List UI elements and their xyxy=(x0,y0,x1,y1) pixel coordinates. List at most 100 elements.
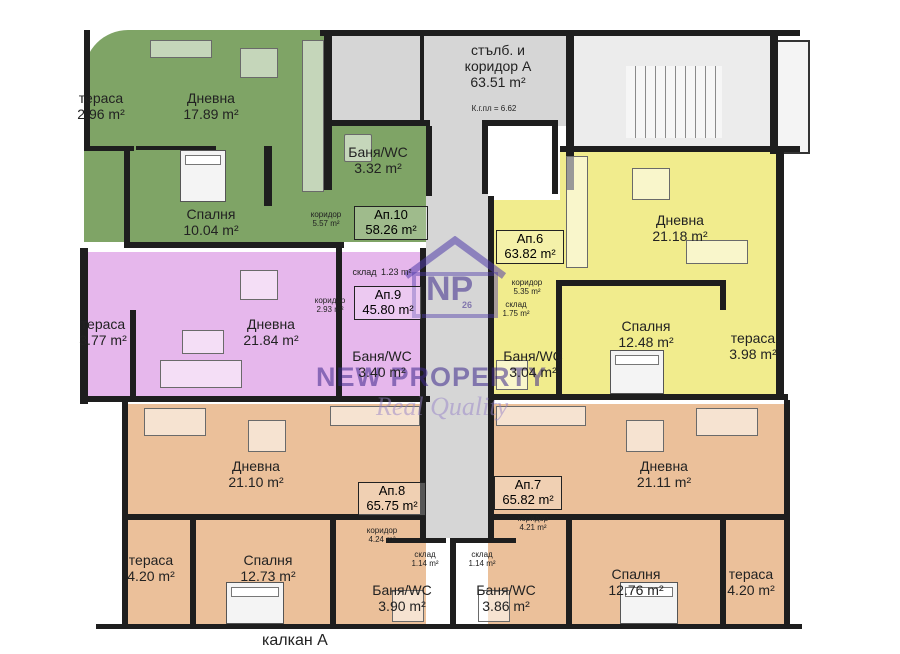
room-area: 21.84 m² xyxy=(243,332,299,349)
wall xyxy=(426,126,432,196)
apt8-bedroom-label: Спалня 12.73 m² xyxy=(218,552,318,584)
room-name: склад xyxy=(414,550,436,559)
room-area: 12.48 m² xyxy=(618,334,674,351)
apt6-bedroom-label: Спалня 12.48 m² xyxy=(596,318,696,350)
room-name: тераса xyxy=(80,316,126,332)
apt-number: Ап.8 xyxy=(378,483,406,498)
room-area: 3.77 m² xyxy=(79,332,127,349)
wall xyxy=(324,30,332,190)
apt10-terrace-label: тераса 2.96 m² xyxy=(66,90,136,122)
sofa xyxy=(144,408,206,436)
apt6-storage-label: склад 1.75 m² xyxy=(496,300,536,318)
room-name: стълб. и коридор А xyxy=(464,42,532,75)
wall xyxy=(566,520,572,626)
wall xyxy=(720,520,726,626)
room-area: 3.40 m² xyxy=(358,364,406,381)
apt8-storage-label: склад 1.14 m² xyxy=(404,550,446,568)
dining-table xyxy=(248,420,286,452)
room-name: Дневна xyxy=(656,212,704,228)
apt9-bath-area xyxy=(338,326,426,400)
apt7-terrace-label: тераса 4.20 m² xyxy=(714,566,788,598)
room-name: Дневна xyxy=(247,316,295,332)
room-area: 1.14 m² xyxy=(468,559,496,569)
room-name: Спалня xyxy=(621,318,671,334)
room-name: Дневна xyxy=(640,458,688,474)
wall xyxy=(84,146,134,151)
apt6-bath-label: Баня/WC 3.04 m² xyxy=(496,348,570,380)
apt6-corridor-label: коридор 5.35 m² xyxy=(502,278,552,296)
apt9-corridor-label: коридор 2.93 m² xyxy=(306,296,354,314)
room-name: склад xyxy=(471,550,493,559)
wall xyxy=(776,150,784,400)
room-area: 4.21 m² xyxy=(519,523,547,533)
watermark-tagline: Real Quality xyxy=(376,392,509,421)
wall xyxy=(488,196,494,538)
room-area: 3.86 m² xyxy=(482,598,530,615)
room-name: тераса xyxy=(128,552,174,568)
apt10-living-label: Дневна 17.89 m² xyxy=(166,90,256,122)
wall xyxy=(482,120,558,126)
apt-number: Ап.7 xyxy=(514,477,542,492)
room-area: 21.18 m² xyxy=(652,228,708,245)
room-area: 2.96 m² xyxy=(77,106,125,123)
room-area: 12.73 m² xyxy=(240,568,296,585)
room-area: 3.32 m² xyxy=(354,160,402,177)
room-name: коридор xyxy=(310,210,342,219)
room-area: 12.76 m² xyxy=(608,582,664,599)
wall xyxy=(96,624,802,629)
apt10-corridor-label: коридор 5.57 m² xyxy=(296,210,356,228)
apt6-terrace-label: тераса 3.98 m² xyxy=(718,330,788,362)
wall xyxy=(784,400,790,626)
room-name: Баня/WC xyxy=(348,144,408,160)
room-area: 3.04 m² xyxy=(509,364,557,381)
wall xyxy=(128,514,424,520)
apt10-corridor-area xyxy=(300,192,426,242)
shower xyxy=(392,590,424,622)
apt10-badge: Ап.10 58.26 m² xyxy=(354,206,428,240)
apt8-terrace-label: тераса 4.20 m² xyxy=(116,552,186,584)
dining-table xyxy=(632,168,670,200)
room-name: склад xyxy=(352,267,377,277)
sofa xyxy=(160,360,242,388)
wall xyxy=(770,30,778,154)
apt6-badge: Ап.6 63.82 m² xyxy=(496,230,564,264)
apt9-terrace-label: тераса 3.77 m² xyxy=(68,316,138,348)
room-name: тераса xyxy=(78,90,124,106)
apt9-badge: Ап.9 45.80 m² xyxy=(354,286,422,320)
room-name: коридор xyxy=(366,526,398,535)
wall xyxy=(560,146,800,152)
wall xyxy=(130,310,136,400)
room-name: Спалня xyxy=(243,552,293,568)
apt8-bath-label: Баня/WC 3.90 m² xyxy=(362,582,442,614)
coffee-table xyxy=(182,330,224,354)
wall xyxy=(336,248,342,400)
room-area: 5.35 m² xyxy=(513,287,541,297)
wall xyxy=(84,30,90,150)
wall xyxy=(556,280,726,286)
stair-corridor-label: стълб. и коридор А 63.51 m² xyxy=(428,42,568,90)
apt-number: Ап.6 xyxy=(516,231,544,246)
room-name: Спалня xyxy=(611,566,661,582)
wall xyxy=(456,538,516,543)
apt7-badge: Ап.7 65.82 m² xyxy=(494,476,562,510)
wall xyxy=(80,396,430,402)
apt10-bath-label: Баня/WC 3.32 m² xyxy=(332,144,424,176)
room-area: 4.24 m² xyxy=(368,535,396,545)
room-area: 17.89 m² xyxy=(183,106,239,123)
room-name: коридор xyxy=(511,278,543,287)
wall xyxy=(136,146,216,150)
room-area: 4.20 m² xyxy=(127,568,175,585)
bed xyxy=(610,350,664,394)
wall xyxy=(124,146,130,246)
wall xyxy=(566,30,574,190)
wall xyxy=(190,520,196,626)
wall xyxy=(720,280,726,310)
watermark-logo-number: 26 xyxy=(462,300,473,310)
room-area: 5.57 m² xyxy=(312,219,340,229)
room-area: 10.04 m² xyxy=(183,222,239,239)
wall xyxy=(420,248,426,538)
wall xyxy=(420,36,424,120)
room-area: 3.98 m² xyxy=(729,346,777,363)
dining-table xyxy=(626,420,664,452)
dining-table xyxy=(240,48,278,78)
